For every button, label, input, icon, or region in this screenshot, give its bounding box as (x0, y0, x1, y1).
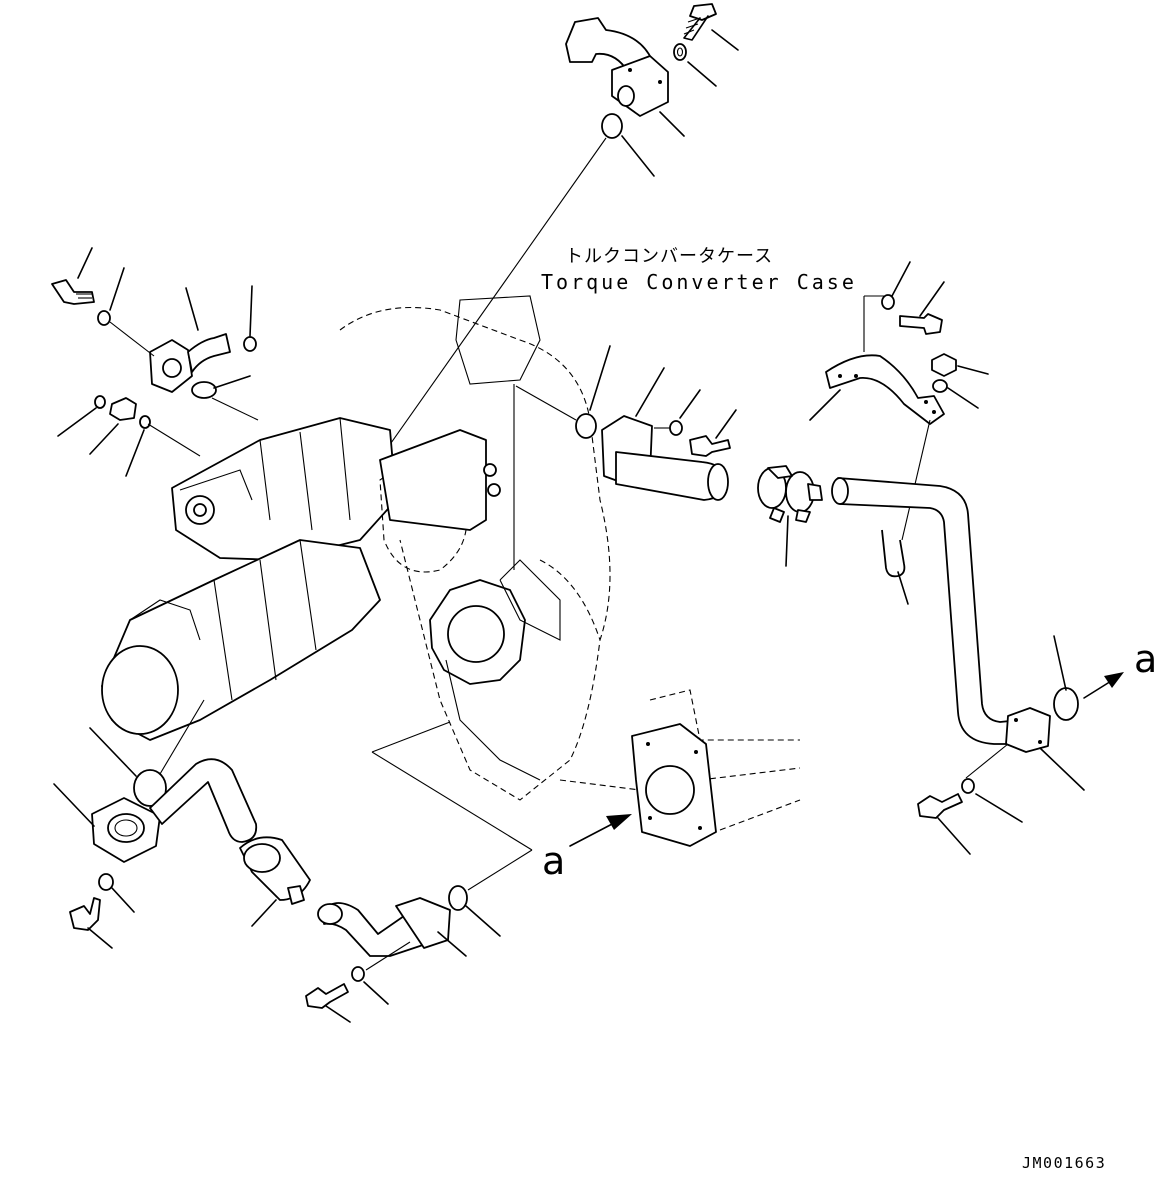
bracket-lock-washer (932, 379, 948, 393)
right-pipe-bolt (917, 793, 963, 819)
hose-clamp-assembly (757, 465, 823, 567)
lower-left-o-ring (133, 769, 167, 807)
middle-washer (669, 420, 683, 436)
middle-bolt (689, 435, 731, 457)
right-pipe-flange (1005, 707, 1051, 753)
callout-en: Torque Converter Case (541, 270, 857, 294)
left-connector (109, 397, 137, 421)
bracket-bolt (899, 313, 943, 335)
bottom-right-housing (631, 689, 801, 847)
bracket-nut (931, 353, 957, 377)
bottom-middle-washer (351, 966, 365, 982)
top-bolt (689, 3, 717, 21)
right-pipe-washer (961, 778, 975, 794)
right-long-pipe-assembly: a (831, 477, 1157, 855)
connection-mark-right: a (1134, 637, 1157, 681)
lower-left-pipe (149, 758, 258, 843)
top-elbow-assembly (565, 3, 739, 177)
right-bracket-assembly (809, 261, 989, 541)
right-o-ring (1053, 687, 1079, 721)
left-elbow (187, 333, 231, 373)
bottom-left-pipe-assembly (53, 699, 311, 949)
right-long-pipe (837, 477, 1021, 745)
left-upper-fittings (51, 247, 259, 477)
connection-mark-bottom: a (542, 839, 565, 883)
left-bolt (51, 279, 95, 305)
lower-left-washer (98, 873, 114, 891)
middle-o-ring (575, 413, 597, 439)
bracket (825, 354, 945, 425)
bracket-washer (881, 294, 895, 310)
top-o-ring (601, 113, 623, 139)
transmission-pump-body (101, 295, 681, 801)
bottom-middle-pipe-assembly: a (305, 721, 632, 1023)
bottom-middle-bolt (305, 983, 349, 1009)
lower-left-bolt (69, 897, 101, 931)
top-flange-block (611, 55, 669, 117)
left-small-o-ring (243, 336, 257, 352)
drawing-number: JM001663 (1022, 1154, 1106, 1172)
top-washer (673, 43, 687, 61)
callout-jp: トルクコンバータケース (565, 246, 773, 267)
u-bolt (881, 529, 906, 578)
left-washer (97, 310, 111, 326)
left-o-ring (191, 381, 217, 399)
upper-middle-pipe-assembly (515, 345, 737, 501)
bottom-middle-o-ring (448, 885, 468, 911)
